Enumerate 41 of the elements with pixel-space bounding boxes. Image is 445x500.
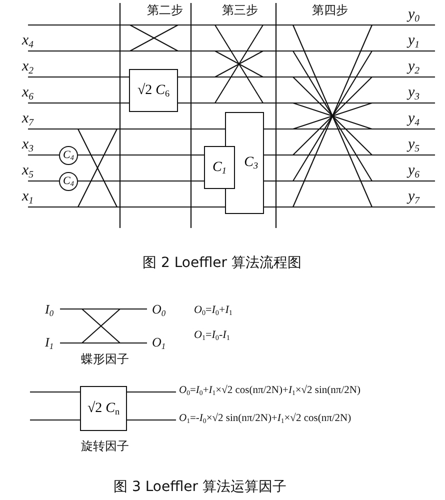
step-heading: 第四步 [312,4,348,16]
formula: O$_{0}$=I$_{0}$+I$_{1}$ [194,304,232,318]
input-label: x$_{1}$ [22,190,34,206]
factor-caption: 旋转因子 [81,440,129,452]
input-label: x$_{3}$ [22,138,34,154]
process-box [129,69,178,112]
process-box [204,146,235,189]
output-label: y$_{4}$ [408,112,420,128]
input-label: I$_{0}$ [45,302,54,318]
formula: O$_{1}$=I$_{0}$-I$_{1}$ [194,330,230,342]
output-label: y$_{0}$ [408,8,420,24]
factor-label: C$_{4}$ [63,174,74,188]
output-label: y$_{1}$ [408,34,420,50]
output-label: y$_{2}$ [408,60,420,76]
figure-caption: 图 2 Loeffler 算法流程图 [142,256,302,270]
operator-circle [59,172,78,191]
factor-label: C$_{3}$ [244,155,258,171]
output-label: O$_{1}$ [152,336,166,350]
input-label: x$_{4}$ [22,34,34,50]
process-box [80,386,127,431]
step-heading: 第三步 [222,4,258,16]
output-label: O$_{0}$ [152,302,166,318]
formula: O$_{1}$=-I$_{0}$×√2 sin(nπ/2N)+I$_{1}$×√2 cos(nπ/2N) [179,414,352,426]
factor-label: C$_{4}$ [63,148,74,162]
factor-label: C$_{1}$ [212,160,226,176]
operator-circle [59,146,78,165]
input-label: x$_{7}$ [22,112,34,128]
figure-caption: 图 3 Loeffler 算法运算因子 [114,480,286,494]
output-label: y$_{6}$ [408,164,420,180]
output-label: y$_{3}$ [408,86,420,102]
factor-caption: 蝶形因子 [81,353,129,365]
formula: O$_{0}$=I$_{0}$+I$_{1}$×√2 cos(nπ/2N)+I$_{1}$×√2 sin(nπ/2N) [179,386,360,398]
input-label: I$_{1}$ [45,336,54,350]
output-label: y$_{5}$ [408,138,420,154]
factor-label: √2 C$_{6}$ [137,82,170,98]
input-label: x$_{6}$ [22,86,34,102]
input-label: x$_{2}$ [22,60,34,76]
factor-label: √2 C$_{n}$ [87,400,120,416]
input-label: x$_{5}$ [22,164,34,180]
output-label: y$_{7}$ [408,190,420,206]
step-heading: 第二步 [147,4,183,16]
